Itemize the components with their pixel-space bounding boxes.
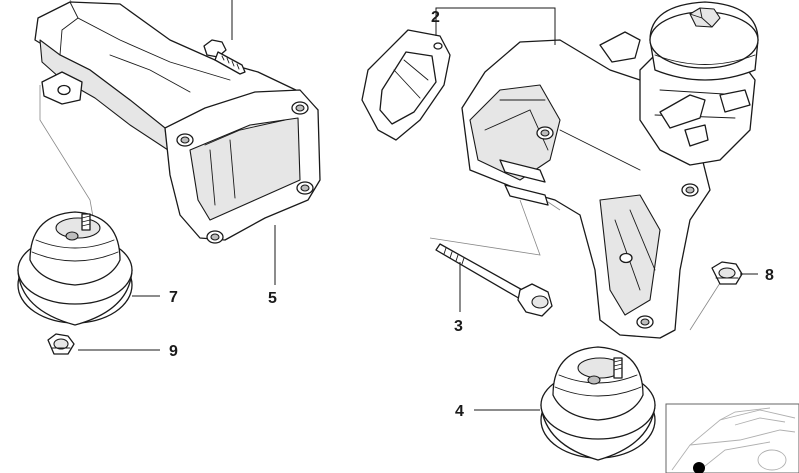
- engine-support-bracket-left[interactable]: [34, 1, 321, 244]
- nut-left[interactable]: [47, 333, 75, 355]
- engine-mount-left[interactable]: [17, 211, 133, 326]
- callout-7: 7: [169, 289, 178, 306]
- callout-8: 8: [765, 267, 774, 284]
- hex-bolt-upper-left[interactable]: [203, 39, 246, 75]
- callout-3: 3: [454, 318, 463, 335]
- nut-right[interactable]: [711, 261, 743, 285]
- callout-4: 4: [455, 403, 464, 420]
- vehicle-location-thumbnail: [665, 403, 799, 473]
- callout-numbers: 2 3 4 5 7 8 9: [169, 9, 774, 420]
- gasket-plate[interactable]: [361, 29, 451, 141]
- engine-bracket-right[interactable]: [461, 1, 759, 339]
- callout-leaders: [78, 0, 758, 411]
- callout-5: 5: [268, 290, 277, 307]
- engine-mount-right[interactable]: [540, 346, 656, 461]
- callout-2: 2: [431, 9, 440, 26]
- location-marker-icon: [693, 462, 705, 473]
- callout-9: 9: [169, 343, 178, 360]
- long-bolt[interactable]: [435, 243, 553, 317]
